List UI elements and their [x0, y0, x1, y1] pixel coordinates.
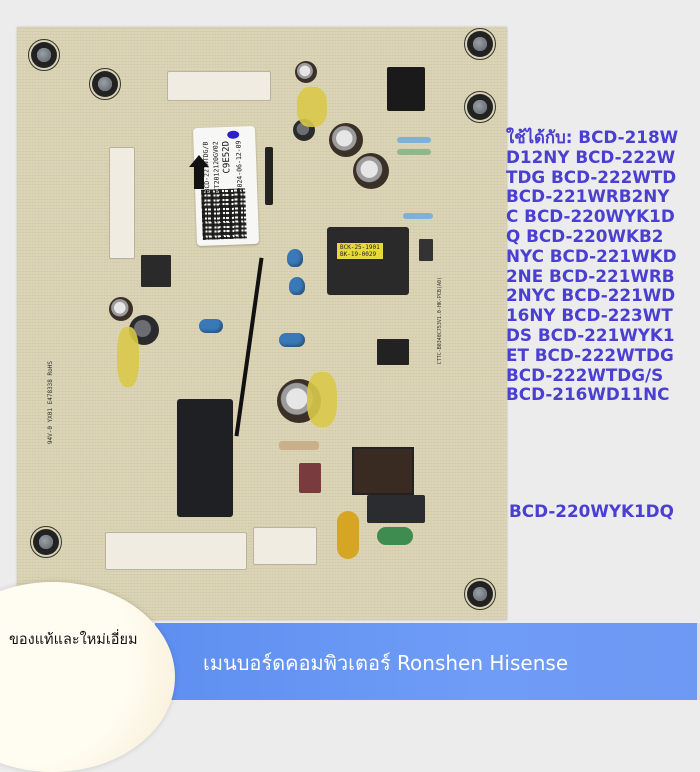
regulator — [141, 255, 171, 287]
compatibility-list: ใช้ได้กับ: BCD-218W D12NY BCD-222W TDG B… — [506, 127, 700, 405]
compat-line: 2NYC BCD-221WD — [506, 285, 676, 306]
compat-line: ET BCD-222WTDG — [506, 344, 674, 365]
compat-line: Q BCD-220WKB2 — [506, 225, 664, 246]
sticker-date: 2024-06-12-09 — [234, 140, 245, 192]
varistor — [337, 511, 359, 559]
resistor — [403, 213, 433, 219]
connector-xp6 — [253, 527, 317, 565]
cert-line: YX01 E478338 — [47, 379, 54, 423]
pcb-trace — [234, 257, 264, 437]
compat-line: ใช้ได้กับ: BCD-218W — [506, 127, 679, 147]
compat-line: NYC BCD-221WKD — [506, 245, 677, 266]
transistor — [419, 239, 433, 261]
cert-line: 94V-0 — [47, 426, 54, 445]
mount-hole — [464, 578, 496, 610]
title-banner — [155, 623, 700, 700]
transformer-label: BCK-25-1901 BK-19-0029 — [337, 243, 383, 259]
arrow-stem — [194, 167, 204, 189]
y-capacitor — [287, 249, 303, 267]
power-transistor — [387, 67, 425, 111]
relay — [177, 399, 233, 517]
resistor-power — [279, 441, 319, 450]
cert-silkscreen: 94V-0 YX01 E478338 RoHS — [47, 361, 54, 444]
glue — [297, 87, 327, 127]
compat-line: 2NE BCD-221WRB — [506, 265, 675, 286]
ic-chip — [377, 339, 409, 365]
connector-xp5 — [109, 147, 135, 259]
switching-transformer: BCK-25-1901 BK-19-0029 — [327, 227, 409, 295]
compat-line: TDG BCD-222WTD — [506, 166, 677, 187]
compat-line: BCD-221WRB2NY — [506, 186, 670, 207]
resistor — [397, 137, 431, 143]
pcb-board-photo: BCD-221WTDG/B CT2012120GV02 C9E52D 2024-… — [17, 27, 507, 620]
common-mode-choke — [352, 447, 414, 495]
transformer-label-line: BK-19-0029 — [340, 251, 377, 258]
resistor — [397, 149, 431, 155]
electrolytic-capacitor — [109, 297, 133, 321]
compat-line: D12NY BCD-222W — [506, 146, 676, 167]
compat-line: 16NY BCD-223WT — [506, 305, 673, 326]
connector-xp1 — [167, 71, 271, 101]
transformer-label-line: BCK-25-1901 — [340, 244, 380, 251]
mount-hole — [464, 28, 496, 60]
x-capacitor-box — [367, 495, 425, 523]
compat-extra-model: BCD-220WYK1DQ — [509, 501, 674, 521]
mount-hole — [464, 91, 496, 123]
compat-line: BCD-222WTDG/S — [506, 364, 664, 385]
pin-header-xp4 — [265, 147, 273, 205]
compat-line: BCD-216WD11NC — [506, 384, 670, 405]
glue — [307, 372, 337, 427]
mount-hole — [30, 526, 62, 558]
thermistor — [377, 527, 413, 545]
glue — [117, 327, 139, 387]
connector-xp3 — [105, 532, 247, 570]
sticker-code: CT2012120GV02 — [211, 141, 222, 193]
cert-line: RoHS — [47, 361, 54, 376]
x-capacitor — [199, 319, 223, 333]
mount-hole — [89, 68, 121, 100]
fuse — [299, 463, 321, 493]
arrow-up-icon — [189, 155, 209, 167]
marker-dot — [227, 130, 240, 139]
mount-hole — [28, 39, 60, 71]
badge-text: ของแท้และใหม่เอี่ยม — [9, 632, 138, 648]
y-capacitor — [289, 277, 305, 295]
compat-line: C BCD-220WYK1D — [506, 206, 675, 227]
banner-title: เมนบอร์ดคอมพิวเตอร์ Ronshen Hisense — [203, 651, 569, 675]
x-capacitor — [279, 333, 305, 347]
electrolytic-capacitor — [295, 61, 317, 83]
banner-edge — [697, 623, 700, 700]
electrolytic-capacitor — [353, 153, 389, 189]
compat-line: DS BCD-221WYK1 — [506, 324, 675, 345]
sticker-batch: C9E52D — [221, 140, 233, 174]
qr-code — [201, 188, 247, 240]
pcb-code: CTTC-B0340C753V1.0-HK-PCB(A0) — [437, 277, 443, 365]
electrolytic-capacitor — [329, 123, 363, 157]
